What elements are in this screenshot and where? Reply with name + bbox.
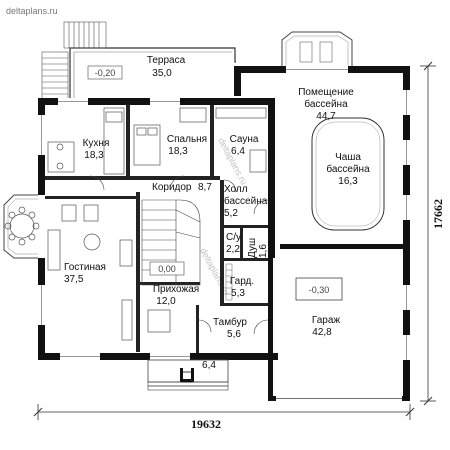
room-label-bedroom: Спальня 18,3 [167,134,207,157]
room-area: 37,5 [64,274,84,285]
room-name: С/у [226,232,241,243]
room-label-kitchen: Кухня 18,3 [83,138,110,161]
room-area: 44,7 [316,111,336,122]
room-area: 16,3 [338,176,358,187]
terrace-stairs-top [63,21,107,49]
room-label-vestibule: Тамбур 5,6 [213,316,247,340]
level-mark-hallway: 0,00 [149,261,185,276]
svg-text:-0,30: -0,30 [309,285,330,295]
sauna-bench [215,107,267,173]
room-name: Холл [224,184,248,195]
room-name: Прихожая [153,284,199,295]
room-area: 18,3 [84,150,104,161]
terrace-stairs-left [41,51,69,101]
room-area: 5,3 [231,288,245,299]
room-label-wc: С/у 2,2 [226,232,241,255]
room-name-line2: бассейна [224,195,268,207]
room-label-pool-hall: Холл бассейна 5,2 [224,184,268,219]
garage-area [268,249,410,401]
wardrobe-shelves [225,263,233,301]
room-name-line2: бассейна [326,163,370,175]
width-dimension: 19632 [33,404,415,431]
living-bay-window [3,194,38,259]
porch [147,359,229,391]
room-area: 5,2 [224,208,238,219]
watermark: deltaplans.ru [6,6,58,16]
room-name: Спальня [167,134,207,145]
pool-wing [234,31,410,401]
room-name: Чаша [335,152,361,163]
terrace-area [41,21,236,101]
room-name: Душ [247,238,258,258]
room-name: Тамбур [213,316,247,328]
room-label-living: Гостиная 37,5 [64,262,106,285]
room-area: 35,0 [152,68,172,79]
dining-table [4,206,40,246]
bedroom-bed [133,107,207,166]
room-label-pool-bowl: Чаша бассейна 16,3 [326,152,370,187]
room-area: 18,3 [168,146,188,157]
room-area: 8,7 [198,182,212,193]
room-area: 5,6 [227,329,241,340]
room-area: 42,8 [312,327,332,338]
room-label-shower: Душ 1,6 [247,238,269,258]
door-swings [89,175,269,335]
level-mark-garage: -0,30 [309,285,330,295]
width-value: 19632 [191,417,221,431]
room-area: 2,2 [226,244,240,255]
level-mark-terrace: -0,20 [87,65,123,80]
svg-text:0,00: 0,00 [158,264,176,274]
room-label-terrace: Терраса 35,0 [147,55,186,79]
room-area: 1,6 [258,244,269,258]
depth-value: 17662 [431,199,445,229]
svg-text:-0,20: -0,20 [95,68,116,78]
kitchen-furniture [47,107,125,175]
room-area: 12,0 [156,296,176,307]
room-label-garage: Гараж 42,8 [312,315,341,338]
room-name: Гостиная [64,262,106,273]
room-label-hallway: Прихожая 12,0 [153,284,199,307]
room-label-wardrobe: Гард. 5,3 [230,276,254,299]
room-name: Терраса [147,55,186,66]
room-name: Помещение [298,87,354,98]
room-label-corridor: Коридор 8,7 [152,182,212,193]
room-name: Гараж [312,315,341,326]
room-name: Гард. [230,276,254,287]
room-name: Коридор [152,182,192,193]
room-name-line2: бассейна [304,98,348,110]
room-name: Кухня [83,138,110,149]
room-label-pool-room: Помещение бассейна 44,7 [298,87,354,122]
room-area: 6,4 [202,360,216,371]
room-area: 6,4 [231,146,245,157]
interior-walls [45,105,268,353]
room-label-sauna: Сауна 6,4 [230,134,259,157]
room-label-porch: 6,4 [202,360,216,371]
room-name: Сауна [230,134,259,145]
living-furniture [47,204,171,341]
depth-dimension: 17662 [420,61,445,406]
